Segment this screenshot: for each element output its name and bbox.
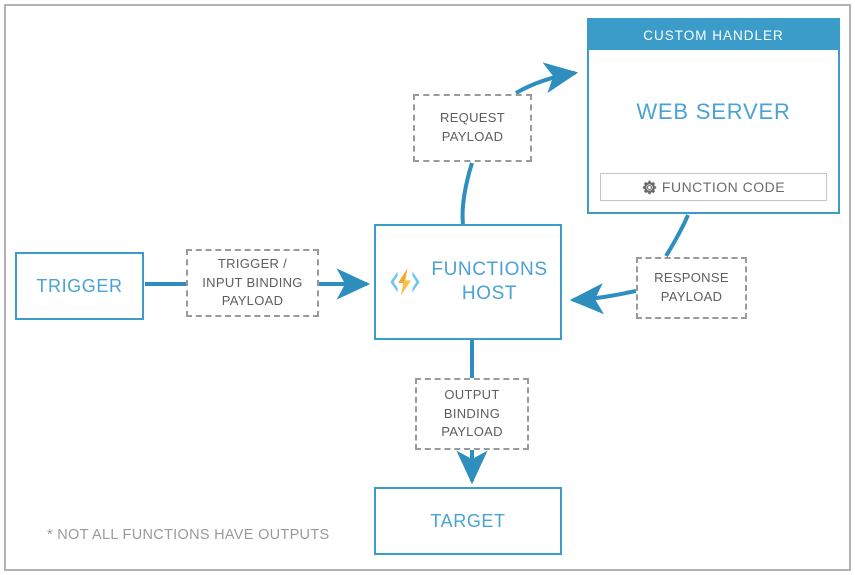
custom-handler-node[interactable]: CUSTOM HANDLER WEB SERVER FUNCTION CODE: [587, 18, 840, 214]
response-payload-label: RESPONSE PAYLOAD: [636, 257, 747, 319]
function-code-label: FUNCTION CODE: [661, 179, 786, 195]
custom-handler-header-label: CUSTOM HANDLER: [643, 27, 784, 43]
output-binding-payload-label: OUTPUT BINDING PAYLOAD: [415, 378, 529, 450]
functions-host-label-line1: FUNCTIONS: [431, 259, 548, 281]
trigger-label: TRIGGER: [36, 275, 123, 296]
trigger-input-binding-payload-text: TRIGGER / INPUT BINDING PAYLOAD: [202, 255, 303, 309]
functions-host-label-line2: HOST: [461, 283, 518, 304]
web-server-text: WEB SERVER: [636, 98, 791, 124]
trigger-input-binding-payload-label: TRIGGER / INPUT BINDING PAYLOAD: [186, 249, 319, 317]
web-server-label: WEB SERVER: [636, 50, 790, 173]
target-node[interactable]: TARGET: [374, 487, 562, 555]
target-label: TARGET: [430, 510, 506, 531]
footnote: * NOT ALL FUNCTIONS HAVE OUTPUTS: [47, 527, 330, 543]
request-payload-text: REQUEST PAYLOAD: [440, 110, 505, 144]
azure-functions-icon: [390, 268, 420, 296]
trigger-node[interactable]: TRIGGER: [15, 252, 144, 320]
request-payload-label: REQUEST PAYLOAD: [413, 94, 532, 162]
diagram-outer-frame: [4, 4, 851, 571]
output-binding-payload-text: OUTPUT BINDING PAYLOAD: [441, 386, 503, 440]
function-code-chip[interactable]: FUNCTION CODE: [600, 173, 827, 201]
custom-handler-body: WEB SERVER FUNCTION CODE: [589, 50, 838, 212]
custom-handler-header: CUSTOM HANDLER: [589, 20, 838, 50]
gear-icon: [642, 180, 657, 194]
response-payload-text: RESPONSE PAYLOAD: [654, 270, 729, 304]
